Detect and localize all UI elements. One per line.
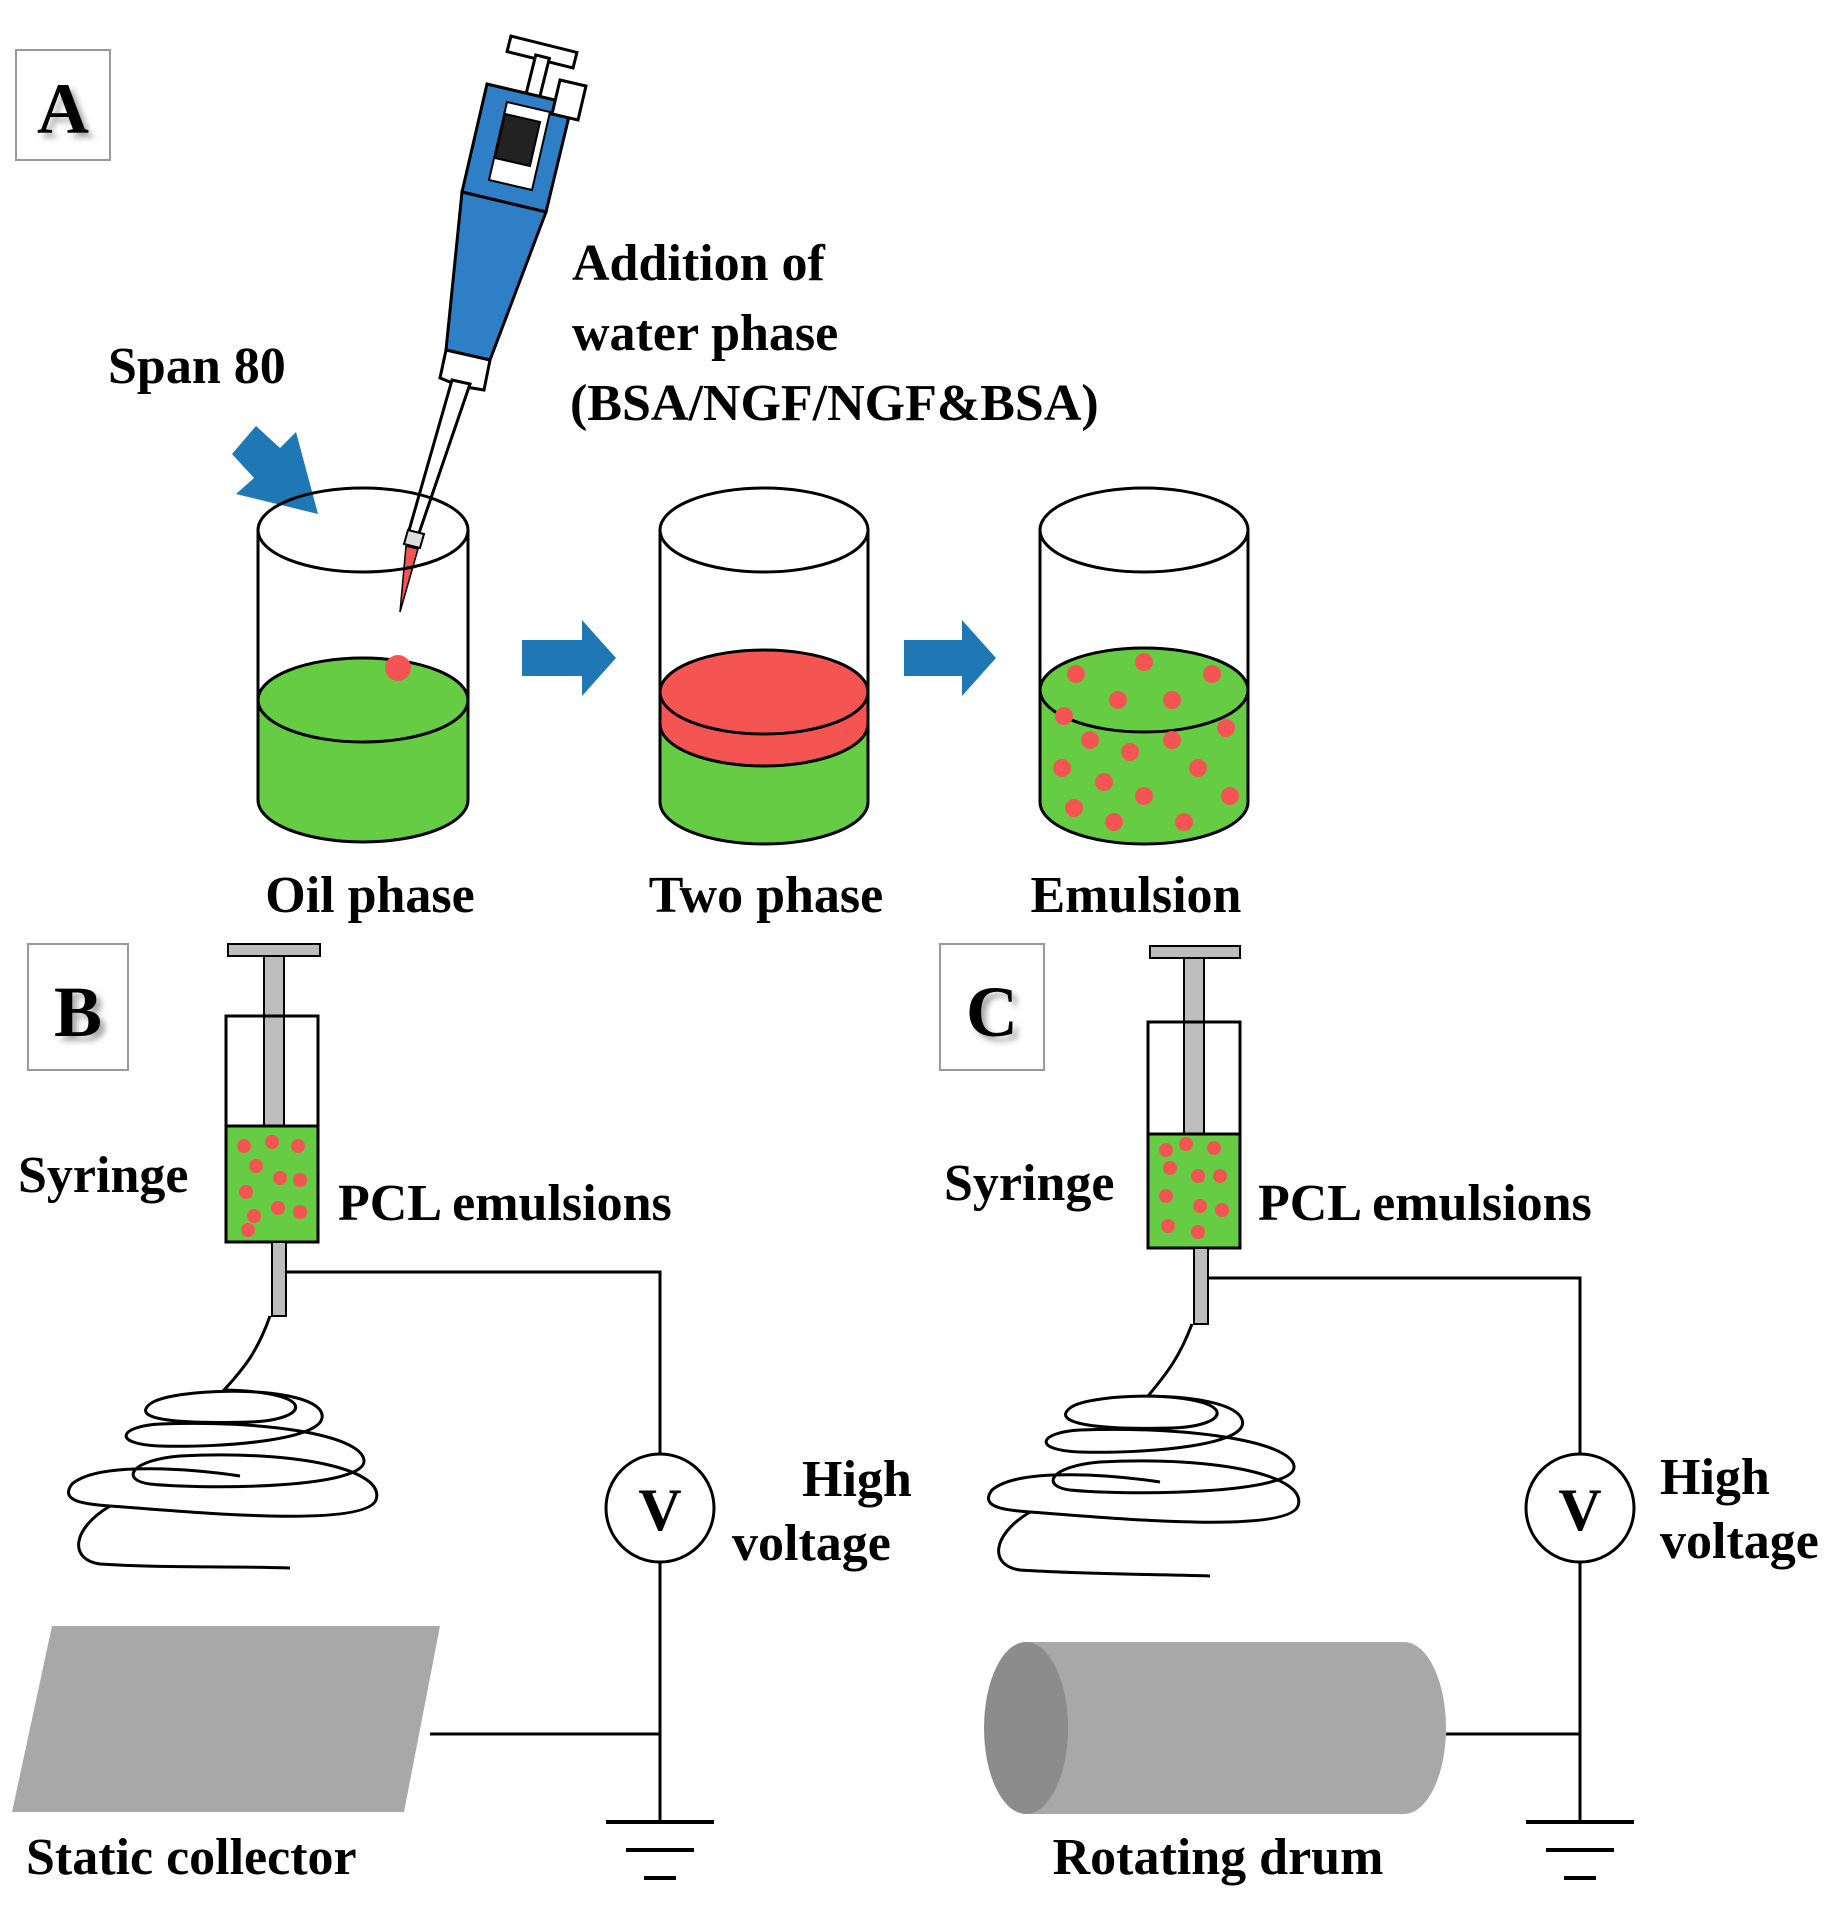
beaker-2-label: Two phase [649, 867, 884, 924]
pcl-emulsion-label-b: PCL emulsions [338, 1175, 672, 1232]
addition-line-1: Addition of [572, 235, 826, 292]
fiber-jet-c [987, 1323, 1301, 1578]
span-80-arrow-shape [232, 426, 318, 514]
span-80-arrow-icon [232, 426, 318, 514]
beaker-1-label: Oil phase [265, 867, 475, 924]
high-voltage-line2-b: voltage [732, 1515, 891, 1572]
wire-top-c [1208, 1276, 1582, 1454]
pipette-icon [399, 34, 588, 613]
panel-a-box [15, 49, 111, 161]
panel-a: A Span 80 Addi [15, 34, 1250, 924]
panel-b-box [27, 943, 129, 1071]
wire-top-b [286, 1270, 662, 1454]
addition-line-2: water phase [572, 305, 838, 362]
static-collector-plate [12, 1626, 440, 1812]
high-voltage-line2-c: voltage [1660, 1513, 1819, 1570]
pcl-emulsion-label-c: PCL emulsions [1258, 1175, 1592, 1232]
panel-c-letter: C [966, 972, 1018, 1052]
syringe-icon-c [1146, 945, 1242, 1325]
rotating-drum-label: Rotating drum [1053, 1829, 1384, 1886]
voltmeter-symbol-b: V [638, 1477, 681, 1543]
syringe-label-b: Syringe [18, 1147, 188, 1204]
process-arrow-icon-2 [904, 620, 996, 696]
syringe-icon-b [224, 943, 321, 1317]
voltmeter-symbol-c: V [1558, 1477, 1601, 1543]
water-droplet [385, 655, 411, 681]
ground-icon-b [606, 1820, 714, 1880]
high-voltage-line1-b: High [802, 1451, 912, 1508]
high-voltage-line1-c: High [1660, 1449, 1770, 1506]
beaker-two-phase [658, 486, 870, 846]
panel-b: B Syringe PCL emulsions V [12, 943, 912, 1886]
syringe-label-c: Syringe [944, 1155, 1114, 1212]
rotating-drum-icon [984, 1642, 1446, 1814]
emulsion-droplets [1053, 653, 1239, 831]
addition-line-3: (BSA/NGF/NGF&BSA) [570, 375, 1099, 432]
process-arrow-icon-1 [522, 620, 616, 696]
panel-b-letter: B [54, 972, 102, 1052]
beaker-3-label: Emulsion [1031, 867, 1242, 924]
ground-icon-c [1526, 1820, 1634, 1880]
beaker-oil-phase [256, 486, 470, 844]
static-collector-label: Static collector [26, 1829, 357, 1886]
span-80-label: Span 80 [108, 338, 286, 395]
beaker-emulsion [1038, 486, 1250, 846]
panel-c: C Syringe PCL emulsions V [939, 943, 1819, 1886]
panel-a-letter: A [37, 69, 89, 149]
fiber-jet-b [67, 1315, 379, 1570]
panel-c-box [939, 943, 1045, 1071]
